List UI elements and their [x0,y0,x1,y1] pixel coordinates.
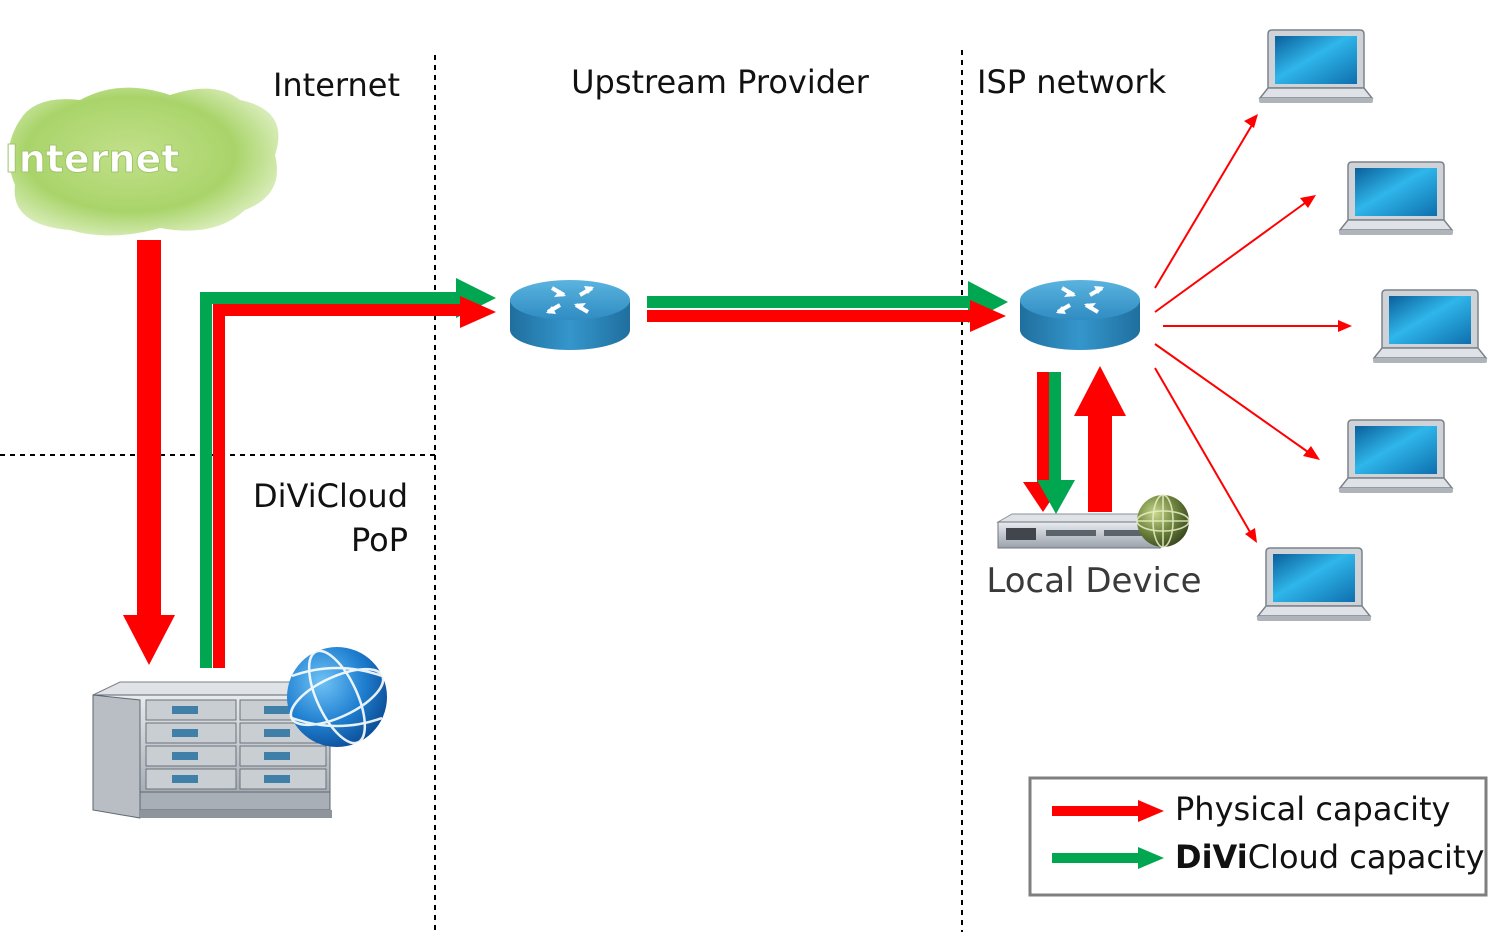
router-to-local-device-divicloud-arrow [1037,372,1075,514]
legend-physical-swatch [1052,800,1164,822]
legend-divicloud-swatch [1052,847,1164,869]
pop-server-chassis-icon [92,681,332,819]
fanout-arrow-5 [1154,367,1251,533]
fanout-arrow-2 [1154,202,1306,313]
local-device-to-router-physical-arrow [1074,366,1126,512]
legend-box [1028,776,1488,897]
laptop-icon-2 [1338,161,1454,236]
fanout-arrow-1 [1154,124,1253,289]
internet-cloud-icon: Internet [4,87,279,236]
laptop-icon-5 [1256,547,1372,622]
fanout-arrows [1154,114,1352,543]
pop-globe-icon [287,647,387,747]
upstream-to-isp-physical-arrow [647,300,1006,332]
local-device-label: Local Device [986,561,1201,601]
region-internet-label: Internet [273,66,400,104]
region-pop-label-line1: DiViCloud [253,477,408,515]
legend-divicloud-bold: DiVi [1175,838,1248,876]
legend-divicloud-rest: Cloud capacity [1248,838,1485,876]
region-upstream-label: Upstream Provider [571,63,870,101]
internet-cloud-label: Internet [5,137,180,181]
local-device-globe-icon [1136,494,1190,548]
legend-divicloud-label: DiViCloud capacity [1175,838,1484,876]
pop-to-upstream-divicloud-arrow [200,278,496,668]
region-pop-label-line2: PoP [351,521,408,559]
pop-to-upstream-physical-arrow [213,296,496,668]
legend: Physical capacity DiViCloud capacity [1028,776,1488,897]
laptop-icon-4 [1338,419,1454,494]
fanout-arrow-4 [1154,343,1309,453]
region-isp-label: ISP network [977,63,1167,101]
internet-to-pop-physical-arrow [123,240,175,665]
laptop-icon-1 [1258,29,1374,104]
laptop-icon-3 [1372,289,1488,364]
legend-physical-label: Physical capacity [1175,790,1450,828]
isp-router-icon [1018,278,1142,352]
upstream-router-icon [508,278,632,352]
